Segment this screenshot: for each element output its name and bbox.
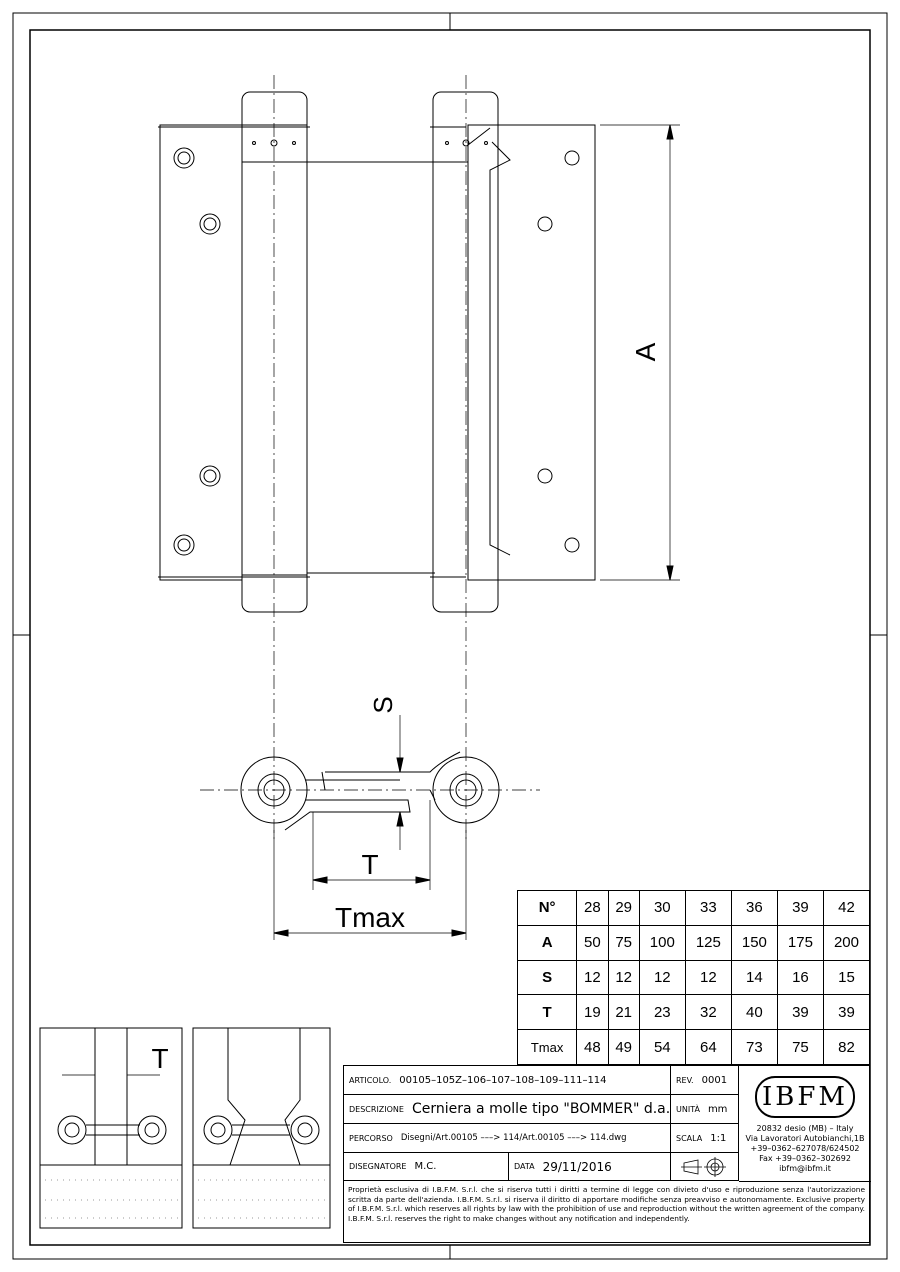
dimension-s-label: S — [368, 696, 398, 713]
percorso-label: PERCORSO — [349, 1133, 393, 1143]
title-block: ARTICOLO. 00105–105Z–106–107–108–109–111… — [343, 1065, 871, 1243]
hinge-section-view — [240, 751, 500, 831]
table-cell: 54 — [638, 1029, 686, 1065]
rev-value: 0001 — [701, 1074, 728, 1086]
disegnatore-cell: DISEGNATORE M.C. — [344, 1153, 509, 1181]
company-address-1: 20832 desio (MB) – Italy — [756, 1124, 854, 1133]
table-cell: 82 — [822, 1029, 871, 1065]
table-cell: 15 — [822, 959, 871, 996]
projection-symbol-cell — [671, 1153, 739, 1181]
data-label: DATA — [514, 1162, 535, 1171]
company-fax: Fax +39–0362–302692 — [759, 1154, 851, 1163]
rev-label: REV. — [676, 1075, 694, 1085]
table-cell: 64 — [684, 1029, 732, 1065]
company-email: ibfm@ibfm.it — [779, 1164, 831, 1173]
scala-value: 1:1 — [710, 1132, 727, 1144]
rev-cell: REV. 0001 — [671, 1066, 739, 1095]
table-cell: 12 — [607, 959, 640, 996]
table-cell: 39 — [822, 994, 871, 1031]
company-info: IBFM 20832 desio (MB) – Italy Via Lavora… — [739, 1066, 871, 1182]
dimension-a-label: A — [630, 342, 661, 361]
table-cell: 28 — [576, 890, 609, 926]
disegnatore-value: M.C. — [414, 1161, 437, 1172]
dimension-t-label: T — [361, 849, 378, 880]
table-cell: 40 — [730, 994, 778, 1031]
table-cell: 48 — [576, 1029, 609, 1065]
descrizione-value: Cerniera a molle tipo "BOMMER" d.a. — [411, 1101, 671, 1117]
first-angle-projection-icon — [680, 1156, 726, 1177]
table-cell: 200 — [822, 924, 871, 961]
company-phone: +39–0362–627078/624502 — [750, 1144, 860, 1153]
percorso-value: Disegni/Art.00105 –––> 114/Art.00105 –––… — [400, 1133, 627, 1143]
table-cell: 19 — [576, 994, 609, 1031]
articolo-value: 00105–105Z–106–107–108–109–111–114 — [399, 1074, 607, 1086]
articolo-label: ARTICOLO. — [349, 1075, 392, 1085]
table-cell: 23 — [638, 994, 686, 1031]
table-cell: 12 — [684, 959, 732, 996]
installation-detail-1 — [39, 1027, 183, 1229]
descrizione-row: DESCRIZIONE Cerniera a molle tipo "BOMME… — [344, 1095, 671, 1124]
table-cell: 49 — [607, 1029, 640, 1065]
table-cell: 32 — [684, 994, 732, 1031]
table-cell: 39 — [776, 994, 824, 1031]
row-header: T — [516, 994, 578, 1031]
table-cell: 125 — [684, 924, 732, 961]
row-header: A — [516, 924, 578, 961]
table-cell: 42 — [822, 890, 871, 926]
table-cell: 175 — [776, 924, 824, 961]
table-cell: 150 — [730, 924, 778, 961]
company-logo: IBFM — [755, 1076, 855, 1118]
table-cell: 75 — [607, 924, 640, 961]
scala-label: SCALA — [676, 1133, 703, 1143]
table-cell: 73 — [730, 1029, 778, 1065]
table-cell: 14 — [730, 959, 778, 996]
dimension-tmax-label: Tmax — [335, 902, 405, 933]
installation-detail-2 — [192, 1027, 331, 1229]
table-cell: 30 — [638, 890, 686, 926]
percorso-row: PERCORSO Disegni/Art.00105 –––> 114/Art.… — [344, 1124, 671, 1153]
descrizione-label: DESCRIZIONE — [349, 1104, 404, 1114]
table-cell: 16 — [776, 959, 824, 996]
hinge-front-view — [158, 91, 596, 613]
table-cell: 100 — [638, 924, 686, 961]
articolo-row: ARTICOLO. 00105–105Z–106–107–108–109–111… — [344, 1066, 671, 1095]
row-header: N° — [516, 890, 578, 926]
detail-t-label: T — [151, 1043, 168, 1074]
table-cell: 36 — [730, 890, 778, 926]
table-cell: 12 — [638, 959, 686, 996]
table-cell: 39 — [776, 890, 824, 926]
table-cell: 21 — [607, 994, 640, 1031]
table-cell: 33 — [684, 890, 732, 926]
data-value: 29/11/2016 — [542, 1159, 612, 1174]
table-cell: 50 — [576, 924, 609, 961]
unita-value: mm — [707, 1103, 728, 1115]
row-header: S — [516, 959, 578, 996]
scala-cell: SCALA 1:1 — [671, 1124, 739, 1153]
table-cell: 29 — [607, 890, 640, 926]
center-lines — [200, 75, 540, 840]
unita-cell: UNITÀ mm — [671, 1095, 739, 1124]
row-header: Tmax — [516, 1029, 578, 1065]
table-cell: 12 — [576, 959, 609, 996]
copyright-notice: Proprietà esclusiva di I.B.F.M. S.r.l. c… — [348, 1185, 865, 1223]
disegnatore-label: DISEGNATORE — [349, 1162, 407, 1171]
company-address-2: Via Lavoratori Autobianchi,1B — [745, 1134, 865, 1143]
table-cell: 75 — [776, 1029, 824, 1065]
data-cell: DATA 29/11/2016 — [509, 1153, 671, 1181]
unita-label: UNITÀ — [676, 1104, 700, 1114]
